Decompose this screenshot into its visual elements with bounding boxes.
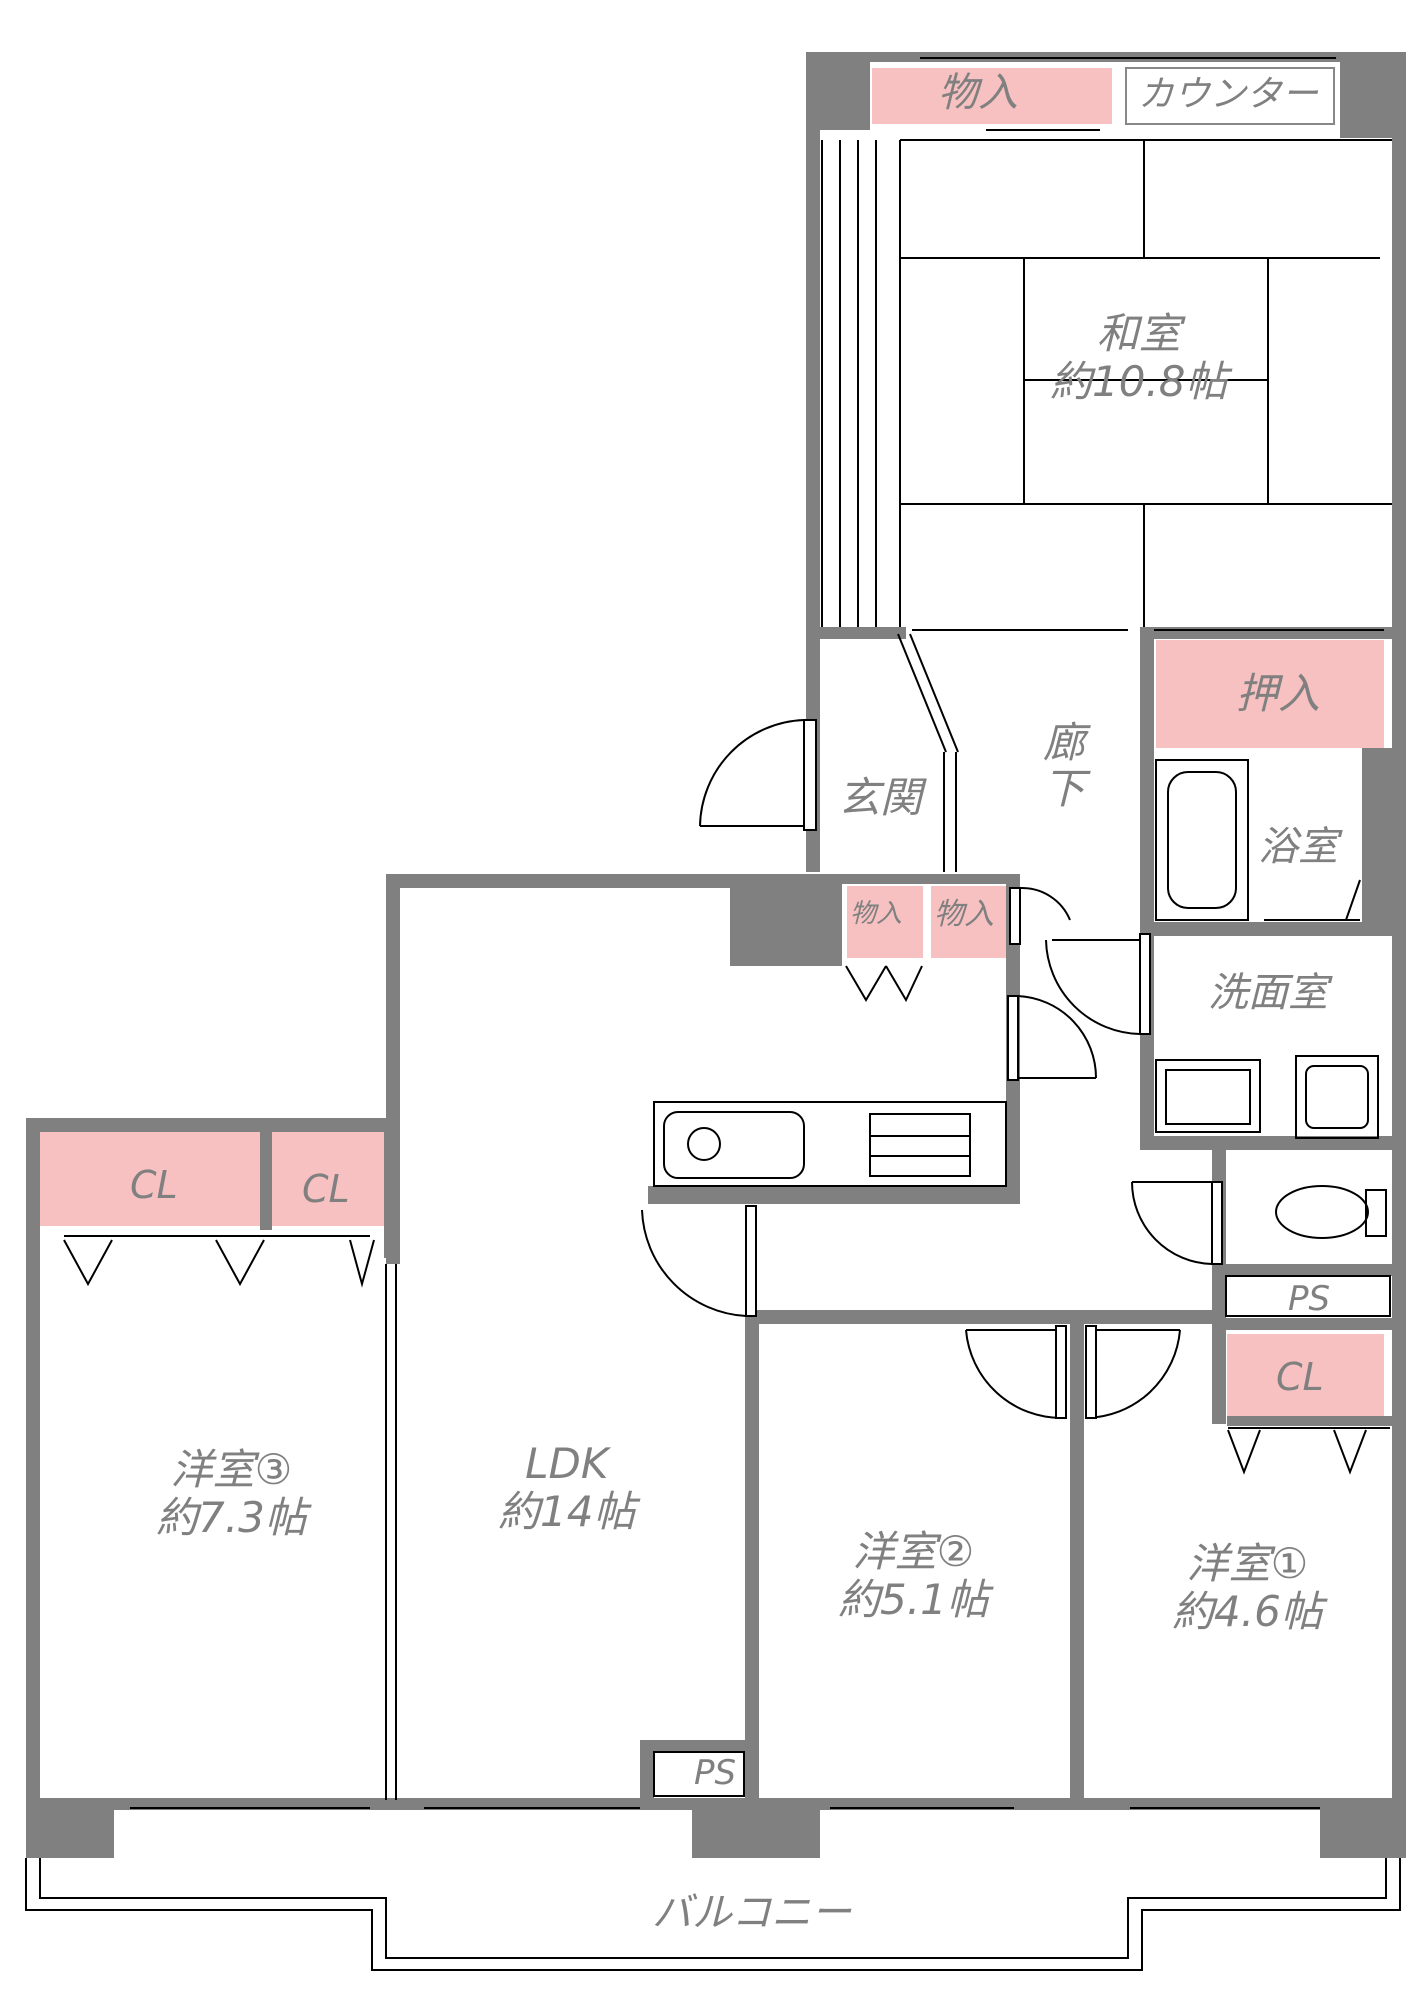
label-mono-small2: 物入: [934, 897, 994, 932]
storage-mono-top: [872, 68, 1112, 124]
label-cl-right: CL: [1276, 1355, 1324, 1399]
room-area: 約7.3帖: [156, 1493, 307, 1543]
room-area: 約10.8帖: [1050, 357, 1228, 407]
room-name: 洋室①: [1186, 1539, 1309, 1588]
storage-areas: [38, 68, 1384, 1422]
room-area: 約4.6帖: [1172, 1587, 1323, 1637]
walls: [26, 52, 1406, 1858]
label-mono-top: 物入: [938, 70, 1018, 116]
room-name: 洋室③: [170, 1445, 293, 1494]
room-yoshitsu2: 洋室② 約5.1帖: [838, 1527, 989, 1625]
label-counter: カウンター: [1138, 74, 1319, 115]
storage-cl-right: [1227, 1334, 1384, 1422]
room-name: 和室: [1096, 309, 1181, 358]
label-roka: 廊下: [1042, 718, 1085, 814]
room-yoshitsu3: 洋室③ 約7.3帖: [156, 1445, 307, 1543]
room-name: LDK: [525, 1439, 609, 1488]
storage-cl-left1: [38, 1130, 260, 1226]
label-senmen: 洗面室: [1208, 970, 1328, 1016]
room-washitsu: 和室 約10.8帖: [1050, 309, 1228, 407]
room-ldk: LDK 約14帖: [498, 1439, 636, 1537]
label-ps-right: PS: [1288, 1279, 1331, 1319]
room-yoshitsu1: 洋室① 約4.6帖: [1172, 1539, 1323, 1637]
label-cl-left2: CL: [302, 1167, 350, 1211]
label-ps-bottom: PS: [694, 1753, 737, 1793]
storage-oshiire: [1156, 640, 1384, 748]
label-oshiire: 押入: [1236, 669, 1321, 718]
storage-cl-left2: [272, 1130, 384, 1226]
fixtures: [25, 57, 1401, 1971]
storage-mono-small2: [931, 886, 1007, 958]
label-mono-small1: 物入: [850, 899, 903, 929]
label-yokushitsu: 浴室: [1258, 824, 1338, 870]
room-area: 約14帖: [498, 1487, 636, 1537]
room-name: 洋室②: [852, 1527, 975, 1576]
room-area: 約5.1帖: [838, 1575, 989, 1625]
storage-mono-small1: [847, 886, 923, 958]
label-cl-left1: CL: [130, 1163, 178, 1207]
label-genkan: 玄関: [838, 773, 923, 822]
label-balcony: バルコニー: [652, 1890, 852, 1936]
